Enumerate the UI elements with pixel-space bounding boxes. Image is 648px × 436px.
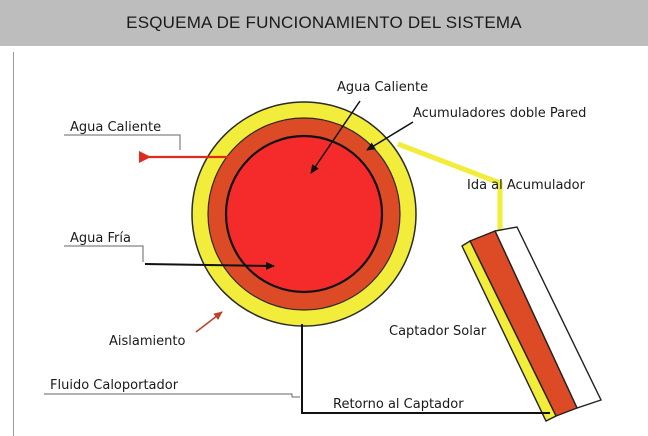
- solar-collector: [461, 226, 602, 422]
- label-fluido-caloportador: Fluido Caloportador: [50, 378, 179, 393]
- return-pipe: [301, 324, 550, 414]
- left-border-line: [13, 52, 14, 436]
- acumuladores-pointer: [366, 121, 414, 151]
- diagram-title: ESQUEMA DE FUNCIONAMIENTO DEL SISTEMA: [0, 0, 648, 46]
- label-ida-acumulador: Ida al Acumulador: [467, 178, 586, 193]
- label-agua-fria: Agua Fría: [70, 231, 131, 246]
- cold-water-leader: [64, 245, 144, 262]
- aislamiento-pointer: [195, 311, 223, 333]
- label-acumuladores: Acumuladores doble Pared: [413, 106, 586, 121]
- hot-water-outlet-leader: [64, 134, 181, 150]
- label-retorno-captador: Retorno al Captador: [333, 397, 464, 412]
- label-captador-solar: Captador Solar: [389, 324, 487, 339]
- cold-water-inlet: [144, 261, 275, 270]
- flow-pipe-to-accumulator: [397, 141, 503, 238]
- hot-water-tank: [224, 134, 384, 294]
- label-agua-caliente-outlet: Agua Caliente: [70, 120, 161, 135]
- fluido-leader: [44, 393, 293, 397]
- agua-caliente-pointer: [310, 100, 361, 174]
- label-aislamiento: Aislamiento: [109, 334, 185, 349]
- label-agua-caliente-tank: Agua Caliente: [337, 80, 428, 95]
